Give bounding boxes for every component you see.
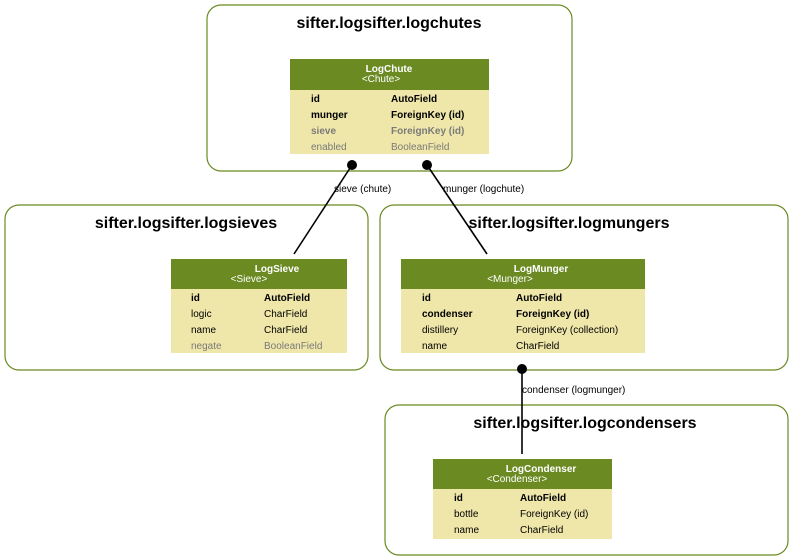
field-name: negate — [191, 341, 222, 352]
model-name: LogSieve — [255, 264, 300, 275]
field-type: ForeignKey (id) — [520, 509, 588, 520]
edge-endpoint-dot — [517, 364, 527, 374]
edge-munger: munger (logchute) — [422, 160, 524, 255]
edge-endpoint-dot — [347, 160, 357, 170]
package-title: sifter.logsifter.logmungers — [469, 215, 670, 232]
field-type: ForeignKey (id) — [516, 309, 589, 320]
field-name: logic — [191, 309, 212, 320]
field-name: distillery — [422, 325, 458, 336]
edge-condenser: condenser (logmunger) — [517, 364, 625, 454]
field-name: condenser — [422, 309, 473, 320]
model-name: LogCondenser — [506, 464, 577, 475]
field-type: BooleanField — [391, 142, 449, 153]
field-type: CharField — [520, 525, 563, 536]
field-name: id — [191, 293, 200, 304]
field-name: name — [422, 341, 447, 352]
model-name: LogMunger — [514, 264, 569, 275]
field-name: name — [454, 525, 479, 536]
field-type: AutoField — [520, 493, 566, 504]
field-type: CharField — [516, 341, 559, 352]
model-base: <Chute> — [362, 74, 401, 85]
field-type: ForeignKey (id) — [391, 110, 464, 121]
edge-label-condenser: condenser (logmunger) — [522, 385, 625, 396]
package-title: sifter.logsifter.logsieves — [95, 215, 277, 232]
field-type: AutoField — [264, 293, 310, 304]
field-type: BooleanField — [264, 341, 322, 352]
field-name: id — [311, 94, 320, 105]
package-title: sifter.logsifter.logchutes — [297, 15, 482, 32]
field-name: bottle — [454, 509, 479, 520]
field-list: id AutoField bottle ForeignKey (id) name Char… — [454, 493, 588, 536]
field-type: AutoField — [391, 94, 437, 105]
field-type: CharField — [264, 325, 307, 336]
field-type: ForeignKey (collection) — [516, 325, 618, 336]
model-base: <Munger> — [487, 274, 533, 285]
field-name: id — [454, 493, 463, 504]
field-type: AutoField — [516, 293, 562, 304]
field-type: ForeignKey (id) — [391, 126, 464, 137]
field-name: munger — [311, 110, 348, 121]
field-type: CharField — [264, 309, 307, 320]
edge-label-sieve: sieve (chute) — [334, 184, 391, 195]
edge-endpoint-dot — [422, 160, 432, 170]
edge-label-munger: munger (logchute) — [443, 184, 524, 195]
field-name: name — [191, 325, 216, 336]
package-title: sifter.logsifter.logcondensers — [473, 415, 696, 432]
field-name: enabled — [311, 142, 347, 153]
edge-sieve: sieve (chute) — [293, 160, 391, 255]
model-logcondenser: LogCondenser <Condenser> id AutoField bott… — [433, 459, 612, 539]
model-base: <Sieve> — [231, 274, 268, 285]
field-list: id AutoField condenser ForeignKey (id) disti… — [422, 293, 618, 352]
field-name: id — [422, 293, 431, 304]
field-name: sieve — [311, 126, 336, 137]
model-base: <Condenser> — [487, 474, 548, 485]
model-name: LogChute — [366, 64, 413, 75]
